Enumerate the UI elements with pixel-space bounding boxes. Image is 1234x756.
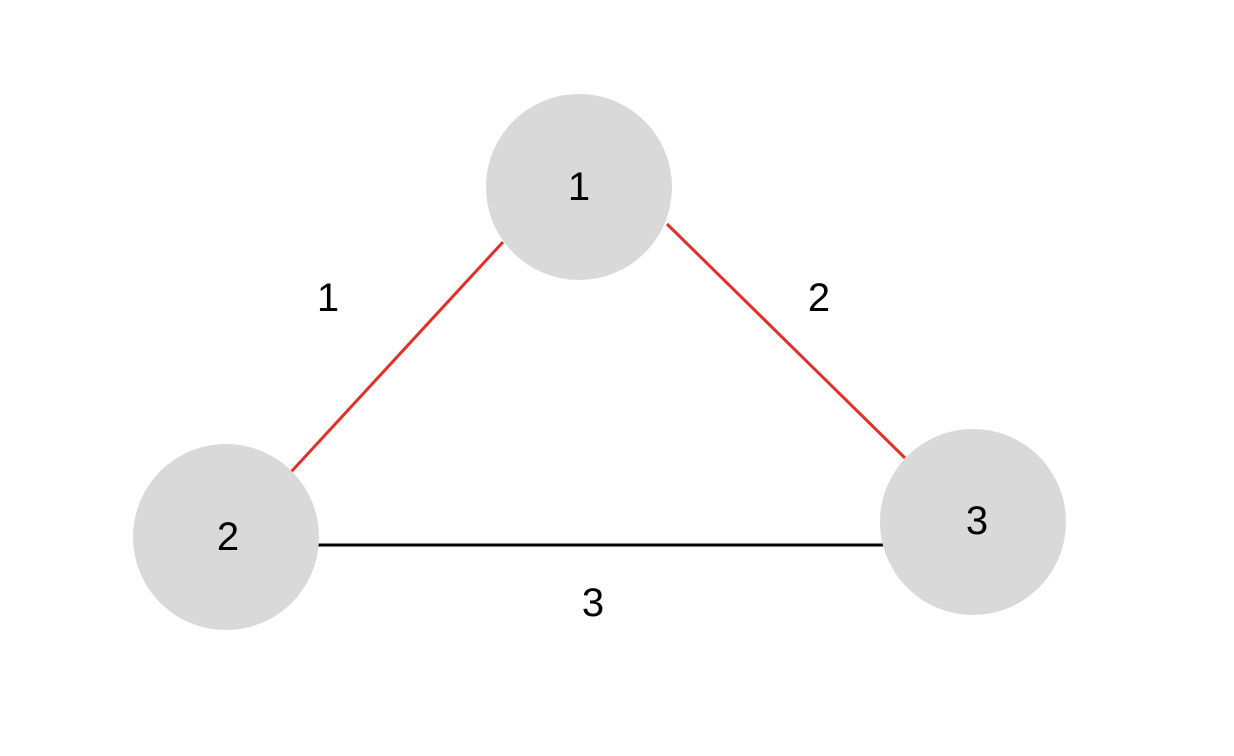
edge-1-2 [289, 240, 505, 474]
edge-label-1-3: 2 [808, 276, 830, 320]
node-label: 3 [966, 499, 988, 543]
node-circle [880, 429, 1066, 615]
node-3: 3 [880, 429, 1066, 615]
nodes-layer: 1 2 3 [133, 94, 1066, 630]
edge-1-3 [665, 222, 907, 460]
edge-labels-layer: 1 2 3 [317, 276, 830, 625]
node-1: 1 [486, 94, 672, 280]
edge-label-1-2: 1 [317, 276, 339, 320]
edges-layer [289, 222, 907, 547]
node-2: 2 [133, 444, 319, 630]
node-label: 2 [217, 515, 239, 559]
node-circle [133, 444, 319, 630]
node-circle [486, 94, 672, 280]
node-label: 1 [568, 165, 590, 209]
edge-label-2-3: 3 [582, 581, 604, 625]
